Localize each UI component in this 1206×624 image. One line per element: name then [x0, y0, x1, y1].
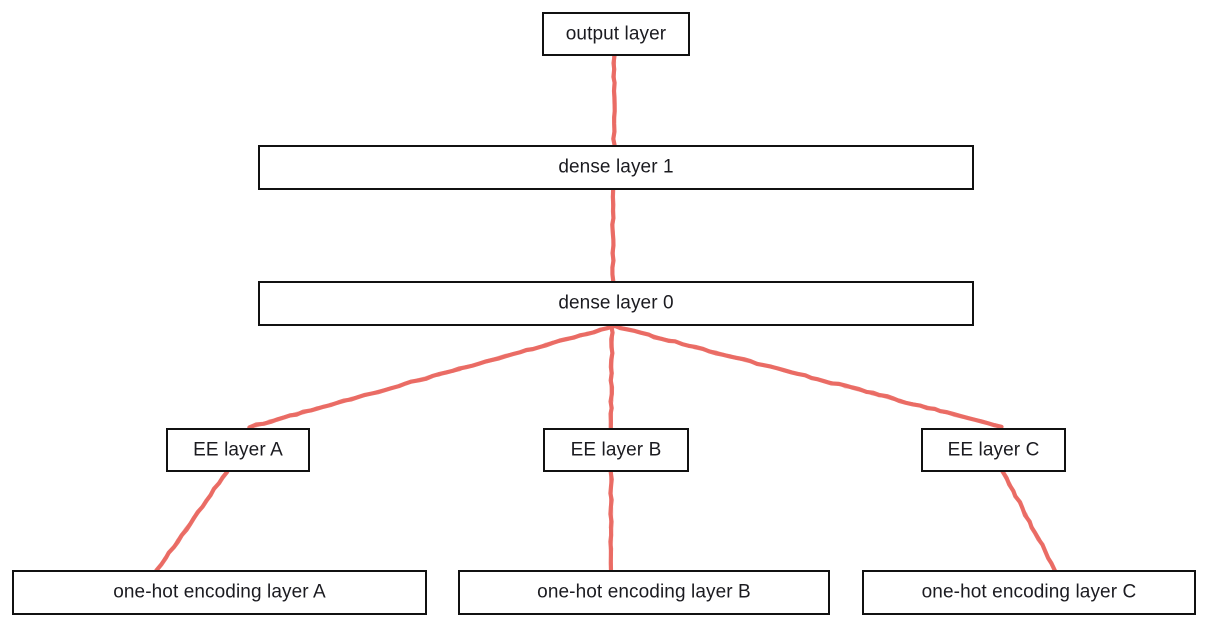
connector-ee_a-onehot_a [154, 469, 230, 573]
connector-dense0-ee_c [612, 323, 1004, 429]
node-dense-layer-0[interactable]: dense layer 0 [258, 281, 974, 326]
connector-output-dense1 [611, 53, 617, 148]
node-dense-layer-1[interactable]: dense layer 1 [258, 145, 974, 190]
node-output-layer[interactable]: output layer [542, 12, 690, 56]
node-label: dense layer 1 [558, 156, 674, 178]
node-label: one-hot encoding layer B [537, 581, 751, 603]
node-label: output layer [565, 23, 667, 44]
node-one-hot-encoding-layer-c[interactable]: one-hot encoding layer C [862, 570, 1196, 615]
connector-dense1-dense0 [610, 187, 616, 284]
node-ee-layer-b[interactable]: EE layer B [543, 428, 689, 472]
node-label: EE layer A [193, 439, 283, 460]
node-ee-layer-a[interactable]: EE layer A [166, 428, 310, 472]
connector-ee_c-onehot_c [1000, 469, 1057, 573]
connector-ee_b-onehot_b [608, 469, 614, 572]
node-label: EE layer B [570, 439, 662, 460]
connector-dense0-ee_a [247, 323, 617, 430]
node-label: dense layer 0 [558, 292, 674, 314]
node-one-hot-encoding-layer-b[interactable]: one-hot encoding layer B [458, 570, 830, 615]
connector-dense0-ee_b [608, 324, 615, 430]
node-ee-layer-c[interactable]: EE layer C [921, 428, 1066, 472]
node-label: one-hot encoding layer C [921, 581, 1137, 603]
node-label: one-hot encoding layer A [113, 581, 326, 603]
node-label: EE layer C [947, 439, 1040, 460]
node-one-hot-encoding-layer-a[interactable]: one-hot encoding layer A [12, 570, 427, 615]
